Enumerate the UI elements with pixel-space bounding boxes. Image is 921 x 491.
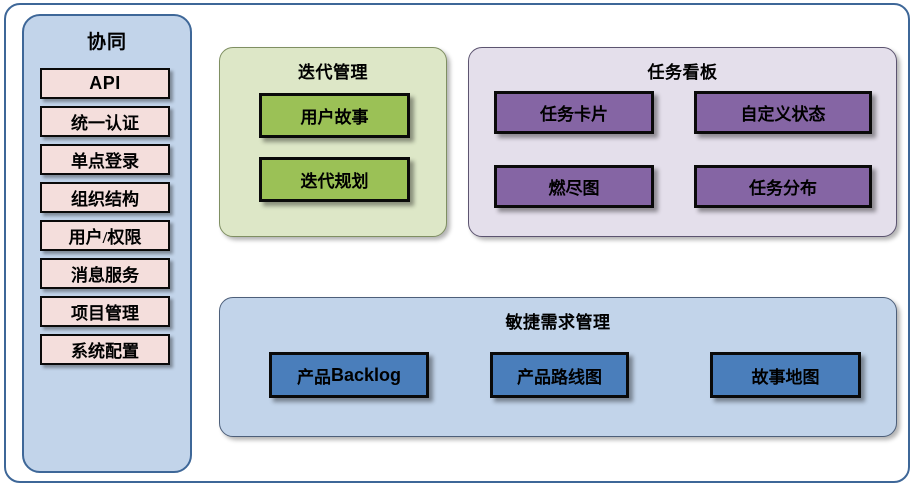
panel-task-board-title: 任务看板 xyxy=(647,63,718,82)
node-user-story[interactable]: 用户故事 xyxy=(259,93,410,138)
node-product-roadmap[interactable]: 产品路线图 xyxy=(490,352,629,398)
sidebar-platform-services: 协同 API 统一认证 单点登录 组织结构 用户/权限 消息服务 项目管理 系统… xyxy=(22,14,192,473)
node-custom-status[interactable]: 自定义状态 xyxy=(694,91,872,134)
sidebar-item-single-sign-on[interactable]: 单点登录 xyxy=(40,144,170,175)
sidebar-item-list: API 统一认证 单点登录 组织结构 用户/权限 消息服务 项目管理 系统配置 xyxy=(40,68,170,372)
node-product-backlog-label-cn: 产品 xyxy=(296,367,331,387)
sidebar-item-project-management[interactable]: 项目管理 xyxy=(40,296,170,327)
node-product-backlog-label-en: Backlog xyxy=(330,364,402,385)
panel-iteration-management: 迭代管理 用户故事 迭代规划 xyxy=(219,47,447,237)
node-task-card[interactable]: 任务卡片 xyxy=(494,91,654,134)
sidebar-title: 协同 xyxy=(86,32,127,53)
sidebar-item-api[interactable]: API xyxy=(40,68,170,99)
panel-agile-title: 敏捷需求管理 xyxy=(505,313,611,332)
sidebar-item-unified-auth[interactable]: 统一认证 xyxy=(40,106,170,137)
node-iteration-planning[interactable]: 迭代规划 xyxy=(259,157,410,202)
panel-task-board: 任务看板 任务卡片 自定义状态 燃尽图 任务分布 xyxy=(468,47,897,237)
panel-iteration-title: 迭代管理 xyxy=(298,63,368,82)
sidebar-item-system-config[interactable]: 系统配置 xyxy=(40,334,170,365)
sidebar-item-org-structure[interactable]: 组织结构 xyxy=(40,182,170,213)
sidebar-item-message-service[interactable]: 消息服务 xyxy=(40,258,170,289)
node-burndown-chart[interactable]: 燃尽图 xyxy=(494,165,654,208)
sidebar-item-user-permission[interactable]: 用户/权限 xyxy=(40,220,170,251)
node-task-distribution[interactable]: 任务分布 xyxy=(694,165,872,208)
node-story-map[interactable]: 故事地图 xyxy=(710,352,861,398)
